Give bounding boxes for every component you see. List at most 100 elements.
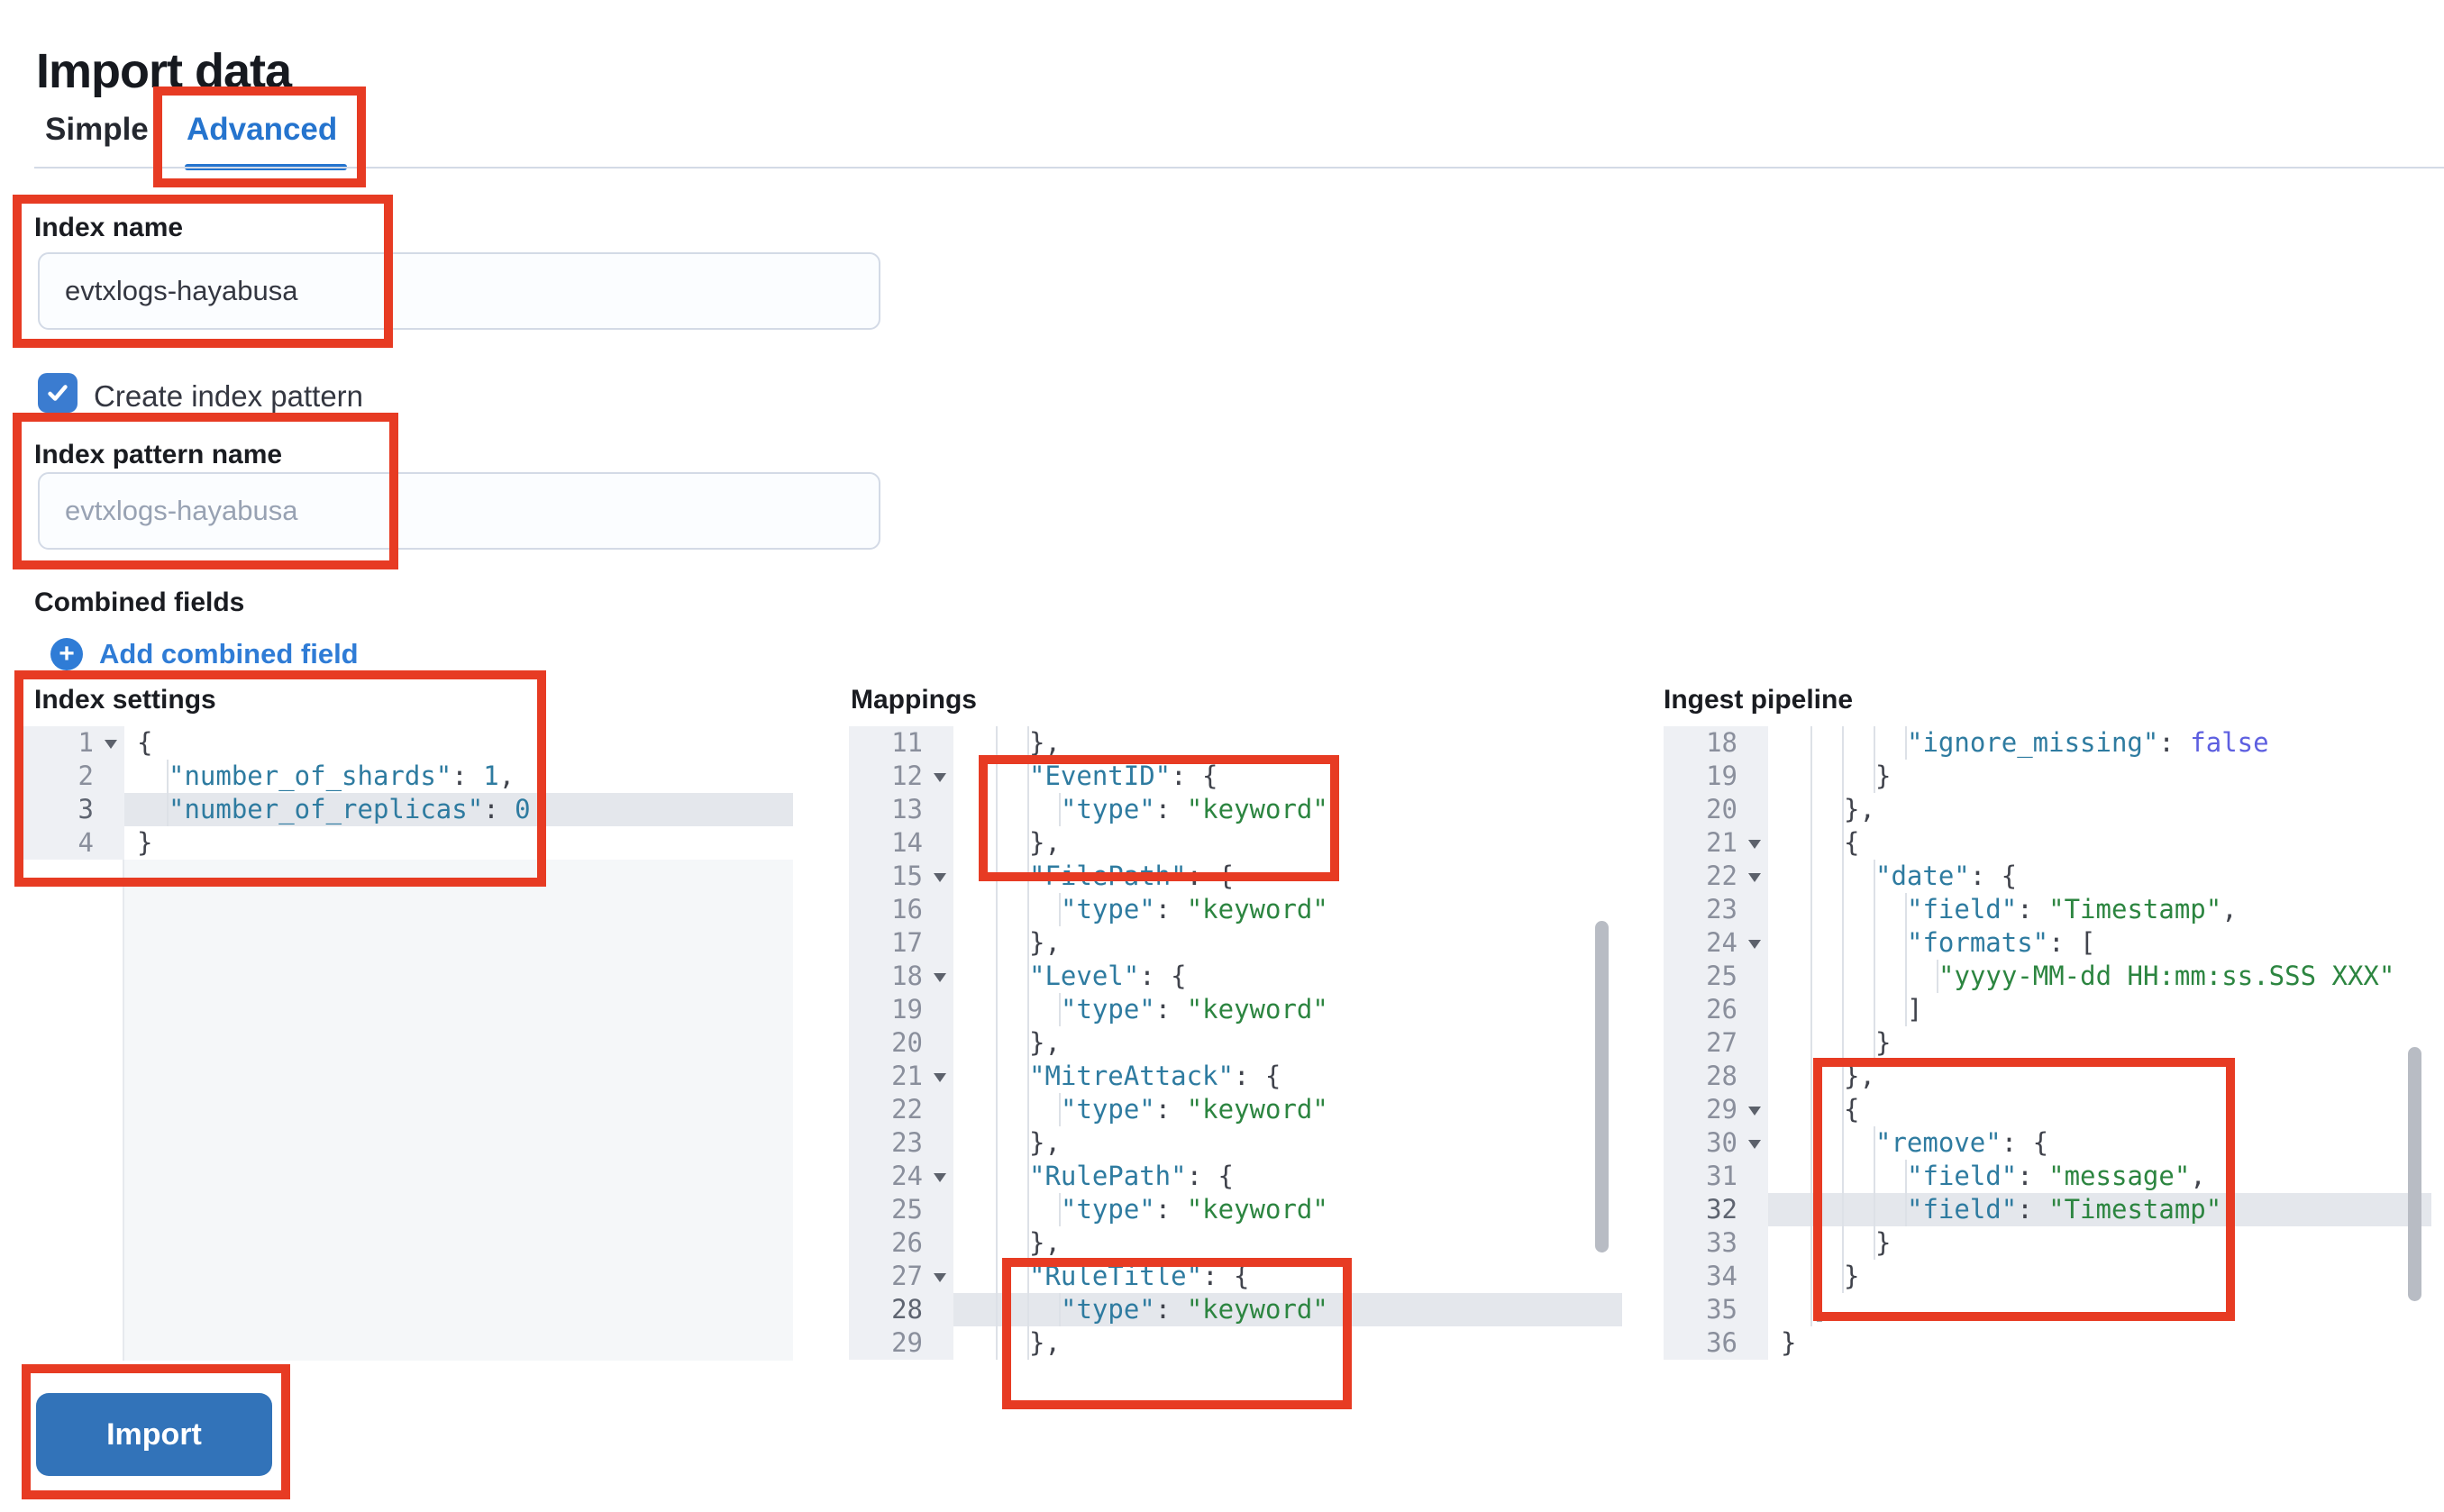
code-line[interactable]: 28},: [1664, 1060, 2431, 1093]
fold-arrow-icon[interactable]: [1748, 1140, 1761, 1149]
fold-arrow-icon[interactable]: [105, 740, 117, 749]
fold-arrow-icon[interactable]: [934, 1273, 946, 1282]
indent-guides: [137, 760, 169, 793]
indent-guides: [137, 793, 169, 826]
code-line[interactable]: 22"type": "keyword": [849, 1093, 1622, 1126]
line-number: 24: [849, 1160, 953, 1193]
code-line[interactable]: 25"yyyy-MM-dd HH:mm:ss.SSS XXX": [1664, 960, 2431, 993]
code-line[interactable]: 14},: [849, 826, 1622, 860]
indent-guides: [966, 726, 1029, 760]
code-line[interactable]: 21"MitreAttack": {: [849, 1060, 1622, 1093]
editor-empty-area[interactable]: [20, 860, 793, 1361]
code-line[interactable]: 4}: [20, 826, 793, 860]
code-line[interactable]: 23},: [849, 1126, 1622, 1160]
code-line[interactable]: 35]: [1664, 1293, 2431, 1326]
fold-arrow-icon[interactable]: [934, 1073, 946, 1082]
line-number: 13: [849, 793, 953, 826]
code-line[interactable]: 24"RulePath": {: [849, 1160, 1622, 1193]
tab-simple[interactable]: Simple: [45, 112, 149, 147]
line-number: 21: [1664, 826, 1768, 860]
code-line[interactable]: 16"type": "keyword": [849, 893, 1622, 926]
ingest-scrollbar-thumb[interactable]: [2408, 1047, 2421, 1301]
code-line[interactable]: 26]: [1664, 993, 2431, 1026]
code-line[interactable]: 15"FilePath": {: [849, 860, 1622, 893]
indent-guides: [1781, 1026, 1875, 1060]
indent-guides: [966, 760, 1029, 793]
code-line[interactable]: 1{: [20, 726, 793, 760]
code-line[interactable]: 36}: [1664, 1326, 2431, 1360]
code-line[interactable]: 24"formats": [: [1664, 926, 2431, 960]
code-line[interactable]: 28"type": "keyword": [849, 1293, 1622, 1326]
code-line[interactable]: 29},: [849, 1326, 1622, 1360]
indent-guides: [966, 1060, 1029, 1093]
indent-guides: [966, 993, 1061, 1026]
code-line[interactable]: 25"type": "keyword": [849, 1193, 1622, 1226]
fold-arrow-icon[interactable]: [934, 973, 946, 982]
fold-arrow-icon[interactable]: [934, 773, 946, 782]
code-line[interactable]: 18"ignore_missing": false: [1664, 726, 2431, 760]
line-number: 33: [1664, 1226, 1768, 1260]
code-line[interactable]: 27}: [1664, 1026, 2431, 1060]
code-line[interactable]: 2"number_of_shards": 1,: [20, 760, 793, 793]
code-line[interactable]: 22"date": {: [1664, 860, 2431, 893]
create-index-pattern-checkbox[interactable]: [38, 373, 78, 413]
line-number: 26: [849, 1226, 953, 1260]
line-number: 23: [1664, 893, 1768, 926]
line-number: 36: [1664, 1326, 1768, 1360]
code-line[interactable]: 18"Level": {: [849, 960, 1622, 993]
index-pattern-name-label: Index pattern name: [34, 440, 283, 469]
code-line[interactable]: 20},: [849, 1026, 1622, 1060]
code-line[interactable]: 20},: [1664, 793, 2431, 826]
fold-arrow-icon[interactable]: [1748, 1107, 1761, 1116]
indent-guides: [1781, 1260, 1844, 1293]
code-line[interactable]: 30"remove": {: [1664, 1126, 2431, 1160]
indent-guides: [966, 1093, 1061, 1126]
code-line[interactable]: 27"RuleTitle": {: [849, 1260, 1622, 1293]
indent-guides: [966, 860, 1029, 893]
indent-guides: [966, 1126, 1029, 1160]
code-line[interactable]: 33}: [1664, 1226, 2431, 1260]
code-line[interactable]: 19"type": "keyword": [849, 993, 1622, 1026]
line-number: 19: [1664, 760, 1768, 793]
code-line[interactable]: 17},: [849, 926, 1622, 960]
line-number: 29: [1664, 1093, 1768, 1126]
code-line[interactable]: 29{: [1664, 1093, 2431, 1126]
line-number: 12: [849, 760, 953, 793]
indent-guides: [1781, 826, 1844, 860]
add-combined-field-link[interactable]: + Add combined field: [50, 638, 359, 670]
indent-guides: [1781, 1293, 1812, 1326]
index-pattern-name-input[interactable]: [38, 472, 880, 550]
ingest-pipeline-label: Ingest pipeline: [1664, 685, 1854, 715]
indent-guides: [1781, 793, 1844, 826]
mappings-scrollbar-thumb[interactable]: [1595, 921, 1609, 1252]
line-number: 4: [20, 826, 124, 860]
code-line[interactable]: 19}: [1664, 760, 2431, 793]
code-line[interactable]: 34}: [1664, 1260, 2431, 1293]
code-line[interactable]: 31"field": "message",: [1664, 1160, 2431, 1193]
code-line[interactable]: 3"number_of_replicas": 0: [20, 793, 793, 826]
fold-arrow-icon[interactable]: [1748, 873, 1761, 882]
line-number: 3: [20, 793, 124, 826]
fold-arrow-icon[interactable]: [934, 873, 946, 882]
line-number: 19: [849, 993, 953, 1026]
line-number: 20: [849, 1026, 953, 1060]
index-settings-editor[interactable]: 1{2"number_of_shards": 1,3"number_of_rep…: [20, 726, 793, 1361]
code-line[interactable]: 21{: [1664, 826, 2431, 860]
code-line[interactable]: 13"type": "keyword": [849, 793, 1622, 826]
tab-advanced[interactable]: Advanced: [187, 112, 338, 147]
code-line[interactable]: 26},: [849, 1226, 1622, 1260]
fold-arrow-icon[interactable]: [1748, 840, 1761, 849]
indent-guides: [1781, 960, 1938, 993]
code-line[interactable]: 11},: [849, 726, 1622, 760]
indent-guides: [966, 1293, 1061, 1326]
code-line[interactable]: 23"field": "Timestamp",: [1664, 893, 2431, 926]
mappings-editor[interactable]: 11},12"EventID": {13"type": "keyword"14}…: [849, 726, 1622, 1361]
import-button[interactable]: Import: [36, 1393, 272, 1476]
code-line[interactable]: 32"field": "Timestamp": [1664, 1193, 2431, 1226]
code-line[interactable]: 12"EventID": {: [849, 760, 1622, 793]
fold-arrow-icon[interactable]: [934, 1173, 946, 1182]
index-name-input[interactable]: [38, 252, 880, 330]
line-number: 28: [849, 1293, 953, 1326]
fold-arrow-icon[interactable]: [1748, 940, 1761, 949]
